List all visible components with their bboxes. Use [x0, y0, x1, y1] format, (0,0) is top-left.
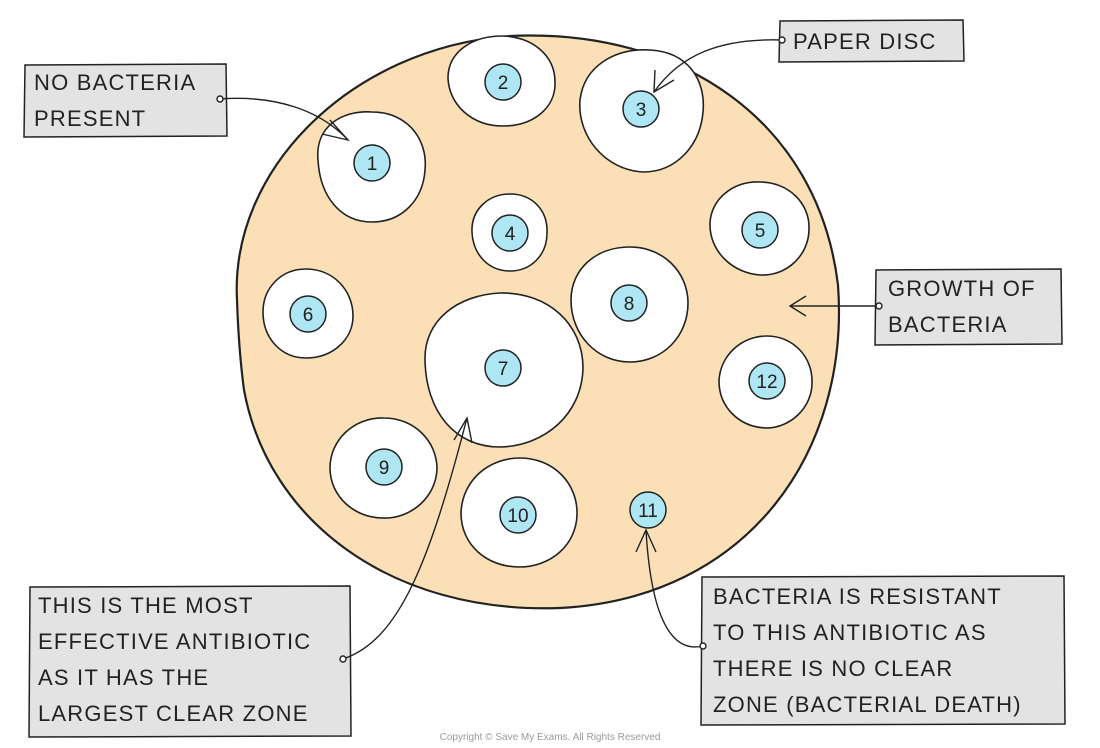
label-boxes: NO BACTERIA PRESENT PAPER DISC GROWTH OF BAC… — [23, 19, 1066, 738]
paper-disc-8: 8 — [610, 284, 648, 322]
disc-number: 10 — [507, 506, 528, 527]
label-growth: GROWTH OF BACTERIA — [874, 268, 1063, 346]
disc-number: 7 — [498, 359, 509, 380]
disc-number: 5 — [755, 221, 766, 242]
disc-number: 8 — [624, 294, 635, 315]
label-paper-disc: PAPER DISC — [778, 19, 965, 63]
disc-circle — [289, 295, 327, 333]
arrow-paper-disc — [653, 39, 783, 93]
annotation-arrows — [216, 36, 883, 663]
paper-disc-11: 11 — [629, 491, 667, 529]
arrow-tail-dot — [339, 655, 347, 663]
copyright-notice: Copyright © Save My Exams. All Rights Re… — [440, 732, 661, 743]
paper-disc-6: 6 — [289, 295, 327, 333]
paper-disc-3: 3 — [622, 90, 660, 128]
label-line: ZONE (BACTERIAL DEATH) — [713, 692, 1022, 717]
label-no-bacteria: NO BACTERIA PRESENT — [23, 63, 228, 138]
disc-circle — [365, 448, 403, 486]
label-box-bg — [700, 575, 1066, 726]
arrow-no-bacteria — [219, 97, 349, 141]
label-box-bg — [874, 268, 1063, 346]
label-most-effective: THIS IS THE MOST EFFECTIVE ANTIBIOTIC AS I… — [28, 585, 352, 738]
paper-disc-12: 12 — [748, 362, 786, 400]
disc-number: 3 — [636, 100, 647, 121]
paper-disc-10: 10 — [499, 496, 537, 534]
arrowhead-paper-disc — [653, 69, 675, 94]
disc-circle — [610, 284, 648, 322]
arrowhead-growth — [788, 295, 807, 317]
arrowhead-no-bacteria — [321, 119, 351, 142]
disc-number: 4 — [505, 224, 516, 245]
label-line: GROWTH OF — [888, 276, 1036, 301]
disc-circle — [491, 214, 529, 252]
arrow-resistant — [645, 529, 704, 648]
disc-number: 12 — [756, 372, 777, 393]
label-box-bg — [23, 63, 228, 138]
disc-circle — [353, 144, 391, 182]
disc-circle — [741, 211, 779, 249]
label-line: THERE IS NO CLEAR — [713, 656, 953, 681]
arrowhead-resistant — [635, 528, 657, 553]
arrow-tail-dot — [699, 642, 707, 650]
disc-circle — [748, 362, 786, 400]
label-line: NO BACTERIA — [34, 70, 196, 95]
disc-circle — [499, 496, 537, 534]
label-box-bg — [28, 585, 352, 738]
arrow-tail-dot — [778, 36, 786, 44]
label-line: AS IT HAS THE — [38, 665, 209, 690]
disc-number: 2 — [498, 73, 509, 94]
disc-circle — [622, 90, 660, 128]
label-line: THIS IS THE MOST — [38, 593, 254, 618]
label-line: PAPER DISC — [793, 29, 937, 54]
label-line: BACTERIA IS RESISTANT — [713, 584, 1002, 609]
paper-disc-7: 7 — [484, 349, 522, 387]
paper-disc-5: 5 — [741, 211, 779, 249]
label-line: BACTERIA — [888, 312, 1008, 337]
arrow-tail-dot — [875, 302, 883, 310]
paper-disc-1: 1 — [353, 144, 391, 182]
paper-disc-2: 2 — [484, 63, 522, 101]
label-line: TO THIS ANTIBIOTIC AS — [713, 620, 987, 645]
disc-number: 9 — [379, 458, 390, 479]
disc-circle — [484, 349, 522, 387]
arrow-tail-dot — [216, 95, 224, 103]
arrowhead-most-effective — [453, 416, 473, 444]
disc-number: 1 — [367, 154, 378, 175]
disc-circle — [629, 491, 667, 529]
disc-number: 11 — [638, 501, 658, 522]
disc-circle — [484, 63, 522, 101]
label-line: LARGEST CLEAR ZONE — [38, 701, 309, 726]
label-resistant: BACTERIA IS RESISTANT TO THIS ANTIBIOTIC … — [700, 575, 1066, 726]
disc-number: 6 — [303, 305, 314, 326]
label-box-bg — [778, 19, 965, 63]
label-line: EFFECTIVE ANTIBIOTIC — [38, 629, 311, 654]
arrow-most-effective — [342, 417, 468, 660]
label-line: PRESENT — [34, 106, 146, 131]
paper-disc-4: 4 — [491, 214, 529, 252]
paper-disc-9: 9 — [365, 448, 403, 486]
